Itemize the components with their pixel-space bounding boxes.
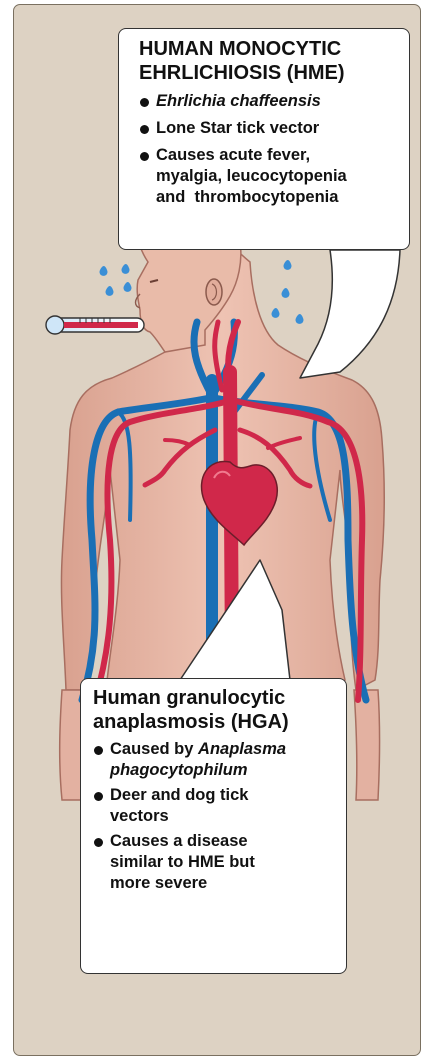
- hga-bullet-severity: Causes a disease similar to HME but more…: [93, 831, 338, 894]
- hga-bullet-list: Caused by Anaplasma phagocytophilum Deer…: [93, 739, 338, 894]
- thermometer-icon: [46, 316, 144, 334]
- hga-title-line2: anaplasmosis (HGA): [93, 711, 289, 733]
- hga-title-line1: Human granulocytic: [93, 687, 285, 709]
- hga-bullet-vector: Deer and dog tick vectors: [93, 785, 338, 827]
- hga-callout: Human granulocytic anaplasmosis (HGA) Ca…: [80, 678, 347, 974]
- hme-title-line1: HUMAN MONOCYTIC: [139, 38, 341, 60]
- hga-bullet-pathogen: Caused by Anaplasma phagocytophilum: [93, 739, 338, 781]
- hme-bullet-vector: Lone Star tick vector: [139, 118, 401, 139]
- hme-callout: HUMAN MONOCYTIC EHRLICHIOSIS (HME) Ehrli…: [118, 28, 410, 250]
- hme-bullet-pathogen: Ehrlichia chaffeensis: [139, 91, 401, 112]
- ear: [206, 279, 222, 305]
- hme-title: HUMAN MONOCYTIC EHRLICHIOSIS (HME): [139, 37, 401, 85]
- lower-arm-right: [354, 690, 380, 800]
- hme-title-line2: EHRLICHIOSIS (HME): [139, 62, 345, 84]
- hme-callout-pointer: [300, 250, 400, 378]
- hme-bullet-symptoms: Causes acute fever, myalgia, leucocytope…: [139, 145, 401, 208]
- hme-bullet-list: Ehrlichia chaffeensis Lone Star tick vec…: [139, 91, 401, 208]
- hga-title: Human granulocytic anaplasmosis (HGA): [93, 686, 338, 734]
